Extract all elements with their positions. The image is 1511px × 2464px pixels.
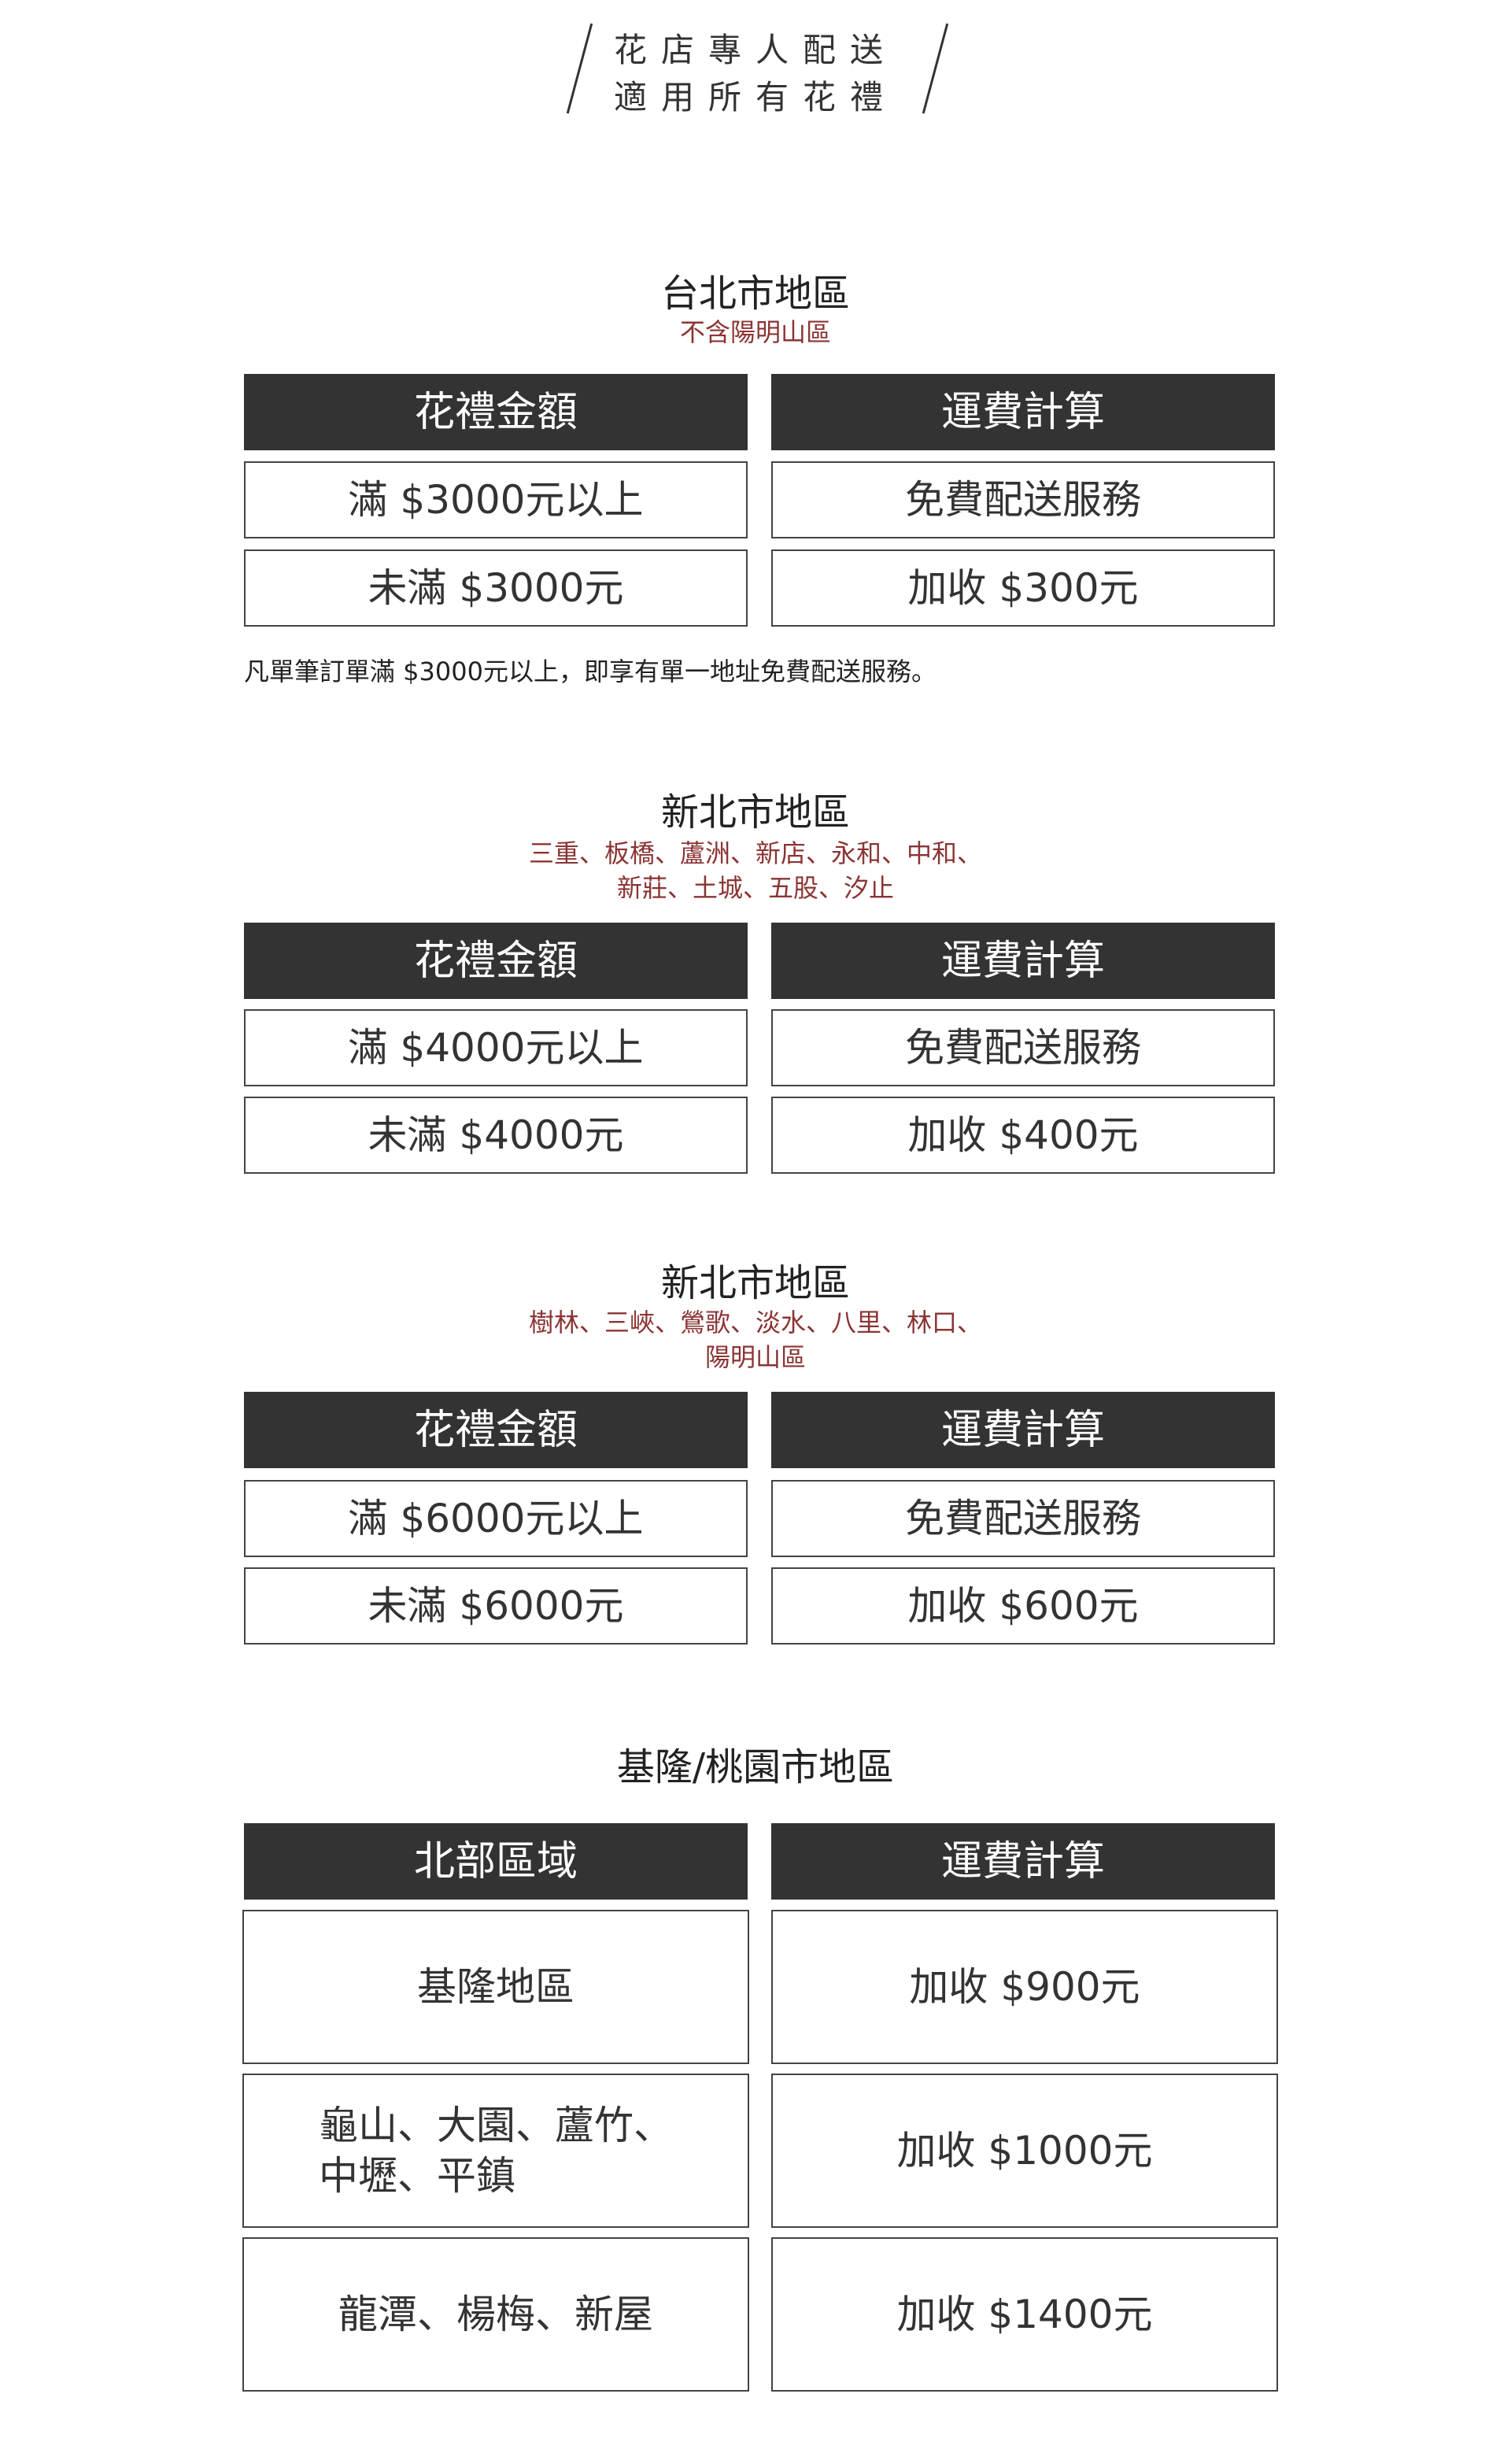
free-delivery-note: 凡單筆訂單滿 $3000元以上，即享有單一地址免費配送服務。 (244, 657, 937, 686)
header-fee: 運費計算 (771, 374, 1275, 450)
banner-line-2: 適用所有花禮 (613, 78, 897, 117)
cell-amount: 未滿 $6000元 (244, 1567, 748, 1645)
section-title: 新北市地區 (660, 1261, 850, 1305)
banner-line-1: 花店專人配送 (613, 31, 897, 69)
section-subtitle-line-2: 新莊、土城、五股、汐止 (616, 873, 894, 903)
cell-area: 龜山、大園、蘆竹、 中壢、平鎮 (242, 2074, 749, 2228)
cell-amount: 滿 $4000元以上 (244, 1009, 748, 1086)
header-amount: 花禮金額 (244, 923, 748, 999)
header-area: 北部區域 (244, 1823, 748, 1900)
cell-amount: 滿 $3000元以上 (244, 461, 748, 538)
section-subtitle-line-1: 樹林、三峽、鶯歌、淡水、八里、林口、 (528, 1308, 982, 1337)
cell-amount: 滿 $6000元以上 (244, 1480, 748, 1557)
cell-area: 龍潭、楊梅、新屋 (242, 2237, 749, 2392)
header-fee: 運費計算 (771, 1392, 1275, 1468)
cell-area-line-2: 中壢、平鎮 (319, 2153, 515, 2199)
header-fee: 運費計算 (771, 1823, 1275, 1900)
cell-area-text: 龍潭、楊梅、新屋 (338, 2292, 653, 2337)
cell-amount: 未滿 $4000元 (244, 1097, 748, 1174)
banner: 花店專人配送 適用所有花禮 (0, 0, 1511, 126)
cell-amount: 未滿 $3000元 (244, 549, 748, 627)
cell-fee: 加收 $1000元 (771, 2074, 1278, 2228)
cell-area: 基隆地區 (242, 1910, 749, 2064)
section-title: 台北市地區 (660, 272, 850, 316)
cell-fee: 加收 $600元 (771, 1567, 1275, 1645)
section-subtitle-line-1: 三重、板橋、蘆洲、新店、永和、中和、 (528, 838, 982, 868)
cell-area-text: 基隆地區 (417, 1964, 574, 2010)
section-subtitle-line-2: 陽明山區 (704, 1342, 806, 1372)
cell-fee: 免費配送服務 (771, 1480, 1275, 1557)
cell-fee: 加收 $1400元 (771, 2237, 1278, 2392)
header-fee: 運費計算 (771, 923, 1275, 999)
header-amount: 花禮金額 (244, 374, 748, 450)
cell-area-line-1: 龜山、大園、蘆竹、 (319, 2103, 673, 2148)
cell-fee: 免費配送服務 (771, 1009, 1275, 1086)
header-amount: 花禮金額 (244, 1392, 748, 1468)
cell-area-multiline: 龜山、大園、蘆竹、 中壢、平鎮 (319, 2100, 673, 2201)
cell-fee: 加收 $300元 (771, 549, 1275, 627)
cell-fee: 加收 $900元 (771, 1910, 1278, 2064)
section-title: 基隆/桃園市地區 (616, 1745, 895, 1789)
section-subtitle: 不含陽明山區 (679, 317, 831, 347)
cell-fee: 免費配送服務 (771, 461, 1275, 538)
cell-fee: 加收 $400元 (771, 1097, 1275, 1174)
section-title: 新北市地區 (660, 790, 850, 834)
